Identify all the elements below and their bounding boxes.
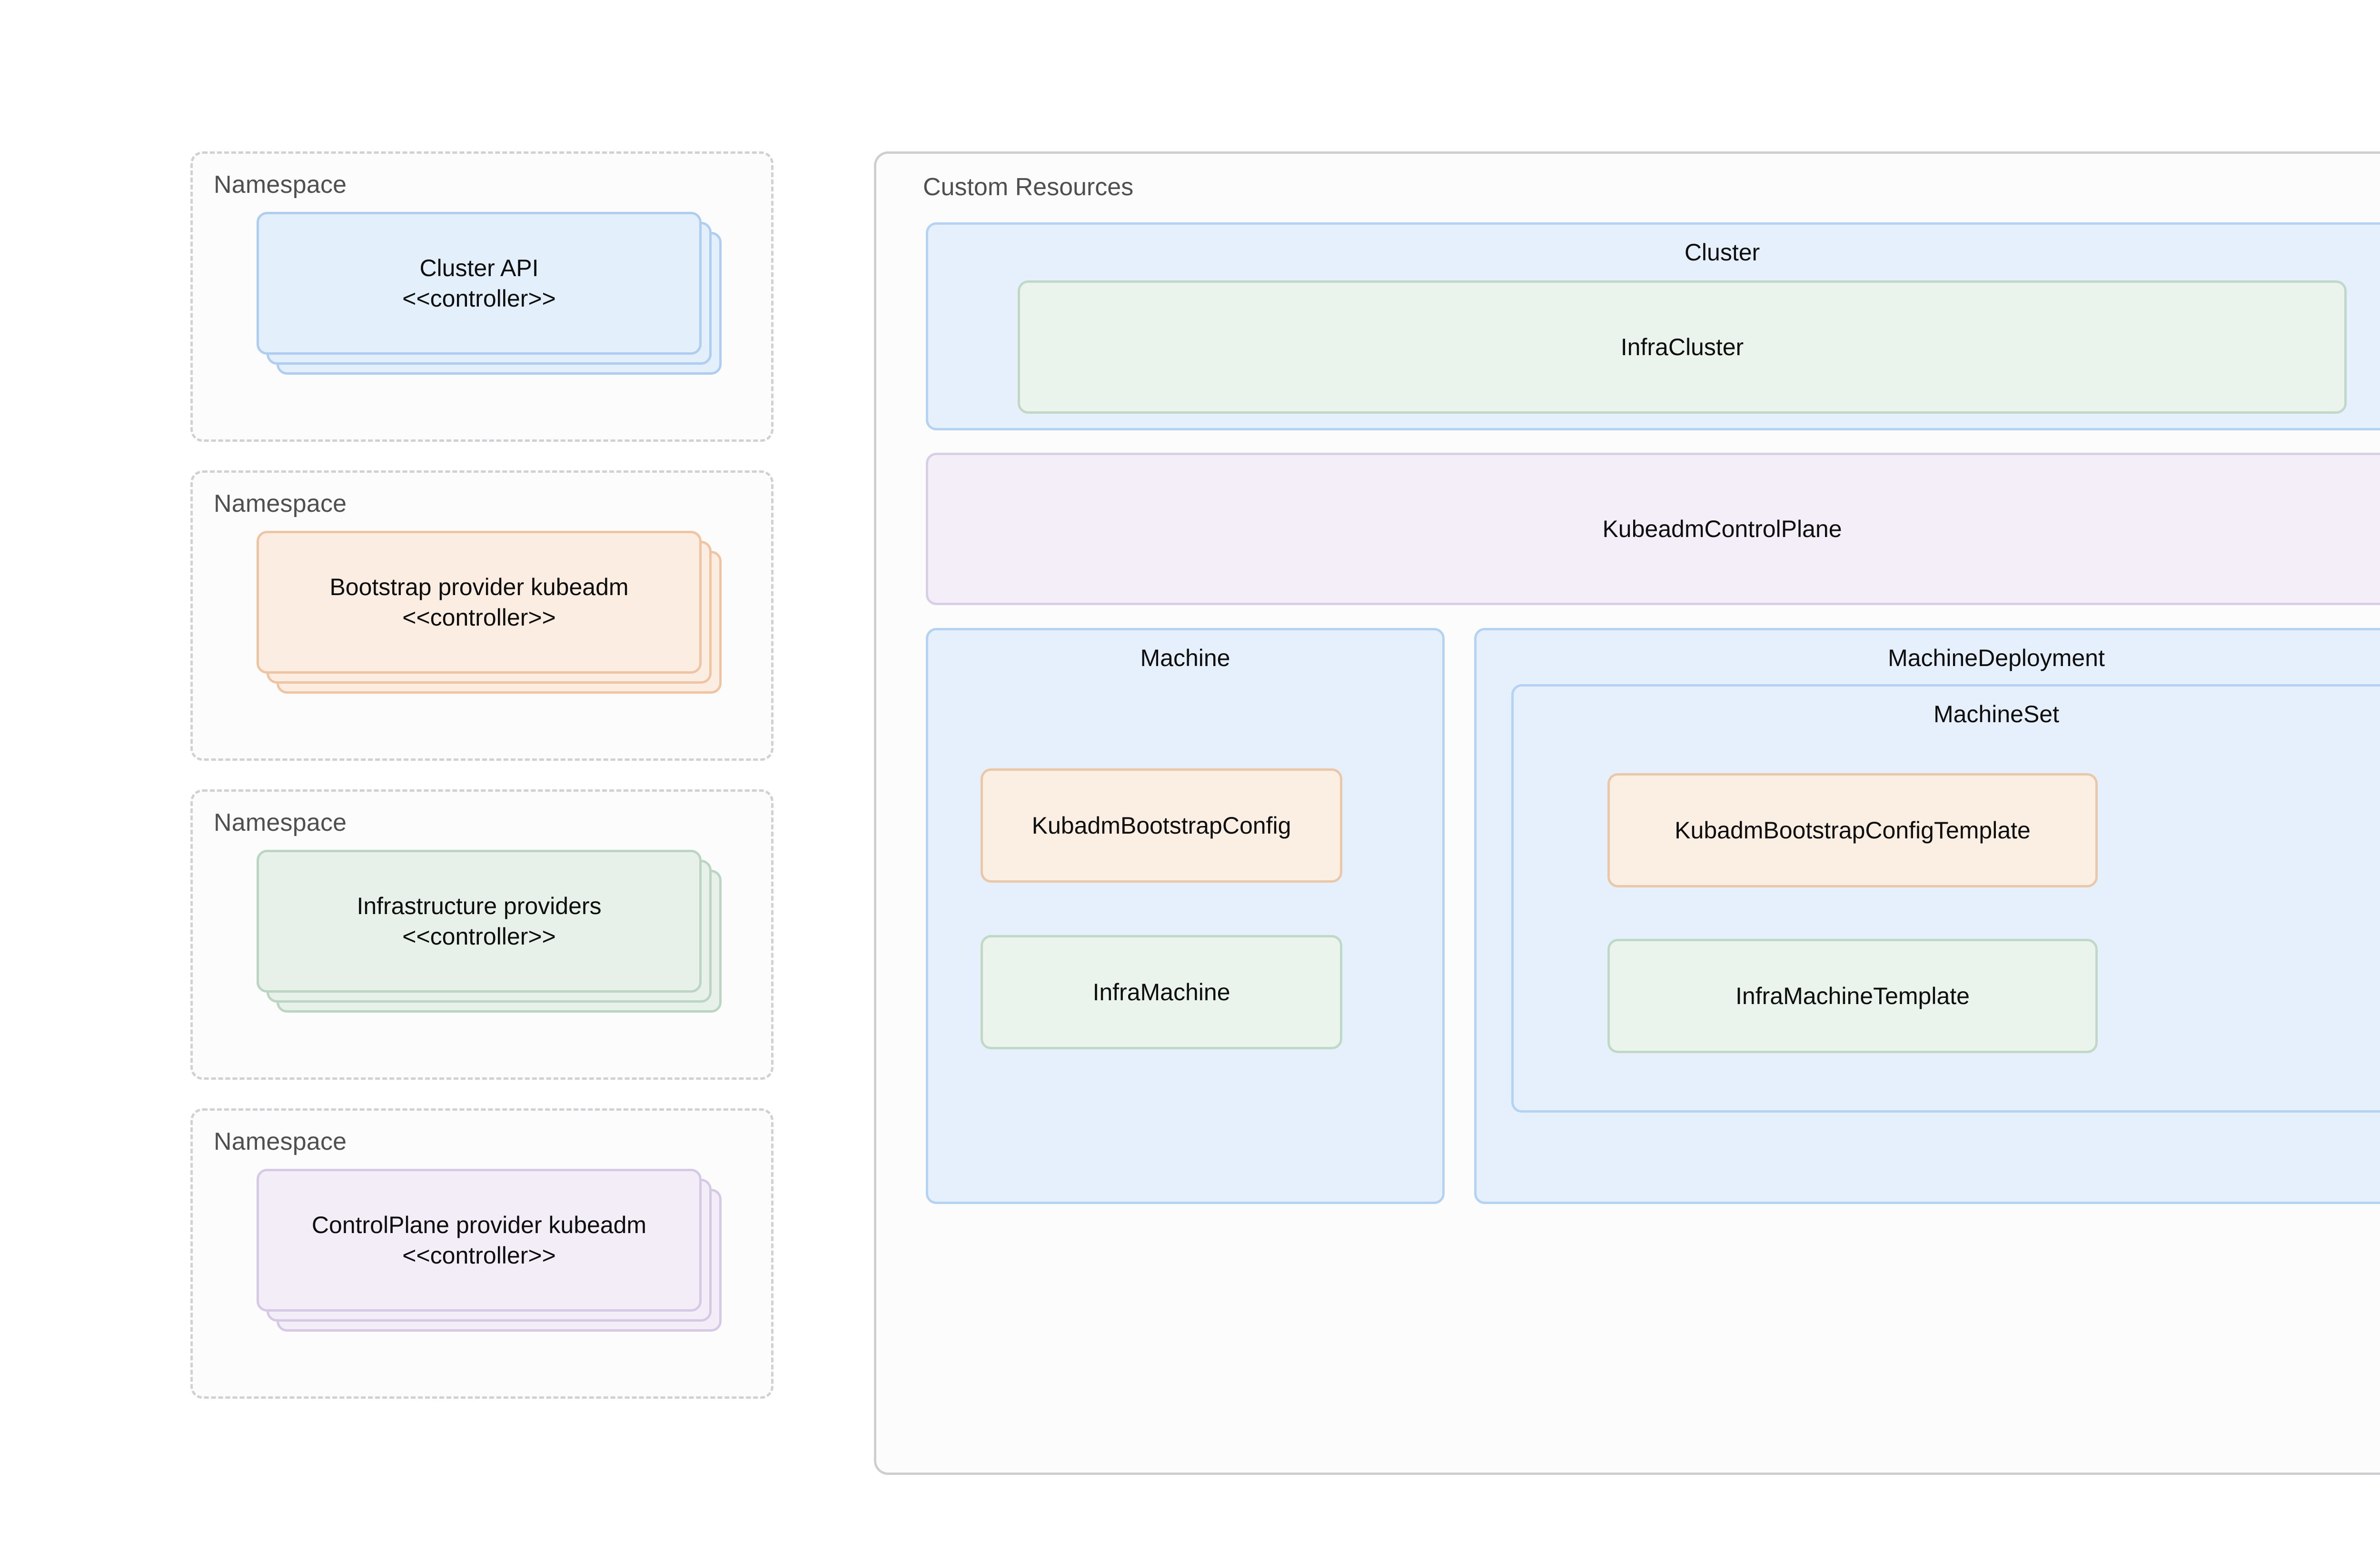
inframachine-box[interactable]: InfraMachine	[981, 935, 1342, 1049]
namespace-label: Namespace	[214, 171, 347, 199]
kubeadmcontrolplane-label: KubeadmControlPlane	[1602, 516, 1842, 542]
card-sheet-front: ControlPlane provider kubeadm <<controll…	[257, 1168, 702, 1312]
namespace-label: Namespace	[214, 809, 347, 836]
machine-row: Machine KubadmBootstrapConfig InfraMachi…	[926, 628, 2380, 1204]
namespaces-column: Namespace Cluster API <<controller>> Nam…	[190, 151, 774, 1399]
machineset-box[interactable]: MachineSet KubadmBootstrapConfigTemplate…	[1511, 684, 2380, 1113]
controller-card-label: ControlPlane provider kubeadm <<controll…	[311, 1211, 647, 1269]
kubadmbootstrapconfigtemplate-box[interactable]: KubadmBootstrapConfigTemplate	[1607, 773, 2098, 887]
kubadmbootstrapconfig-label: KubadmBootstrapConfig	[1031, 812, 1291, 839]
controller-card-stack-cluster-api[interactable]: Cluster API <<controller>>	[257, 211, 722, 375]
kubadmbootstrapconfigtemplate-label: KubadmBootstrapConfigTemplate	[1675, 817, 2031, 844]
machine-box[interactable]: Machine KubadmBootstrapConfig InfraMachi…	[926, 628, 1445, 1204]
kubadmbootstrapconfig-box[interactable]: KubadmBootstrapConfig	[981, 768, 1342, 883]
custom-resources-label: Custom Resources	[923, 173, 1134, 201]
kubeadmcontrolplane-box[interactable]: KubeadmControlPlane	[926, 453, 2380, 605]
namespace-cluster-api: Namespace Cluster API <<controller>>	[190, 151, 774, 442]
inframachinetemplate-box[interactable]: InfraMachineTemplate	[1607, 939, 2098, 1053]
machine-title: Machine	[1140, 645, 1230, 671]
namespace-bootstrap-provider-kubeadm: Namespace Bootstrap provider kubeadm <<c…	[190, 470, 774, 761]
custom-resources-panel: Custom Resources Cluster InfraCluster Ku…	[874, 151, 2380, 1475]
card-sheet-front: Bootstrap provider kubeadm <<controller>…	[257, 530, 702, 674]
machineset-title: MachineSet	[1933, 701, 2060, 727]
card-sheet-front: Infrastructure providers <<controller>>	[257, 849, 702, 993]
cluster-box[interactable]: Cluster InfraCluster	[926, 222, 2380, 430]
namespace-label: Namespace	[214, 1128, 347, 1155]
controller-card-label: Infrastructure providers <<controller>>	[357, 892, 602, 950]
machinedeployment-box[interactable]: MachineDeployment MachineSet KubadmBoots…	[1474, 628, 2380, 1204]
custom-resources-content: Cluster InfraCluster KubeadmControlPlane…	[926, 222, 2380, 1204]
controller-card-stack-bootstrap-provider[interactable]: Bootstrap provider kubeadm <<controller>…	[257, 530, 722, 694]
namespace-controlplane-provider-kubeadm: Namespace ControlPlane provider kubeadm …	[190, 1108, 774, 1399]
controller-card-label: Bootstrap provider kubeadm <<controller>…	[329, 573, 629, 631]
machinedeployment-title: MachineDeployment	[1888, 645, 2105, 671]
namespace-label: Namespace	[214, 490, 347, 518]
controller-card-stack-controlplane-provider[interactable]: ControlPlane provider kubeadm <<controll…	[257, 1168, 722, 1332]
card-sheet-front: Cluster API <<controller>>	[257, 211, 702, 355]
inframachine-label: InfraMachine	[1092, 979, 1230, 1005]
infracluster-box[interactable]: InfraCluster	[1018, 280, 2347, 414]
cluster-title: Cluster	[1684, 239, 1760, 266]
inframachinetemplate-label: InfraMachineTemplate	[1735, 983, 1970, 1009]
infracluster-label: InfraCluster	[1620, 334, 1744, 360]
controller-card-label: Cluster API <<controller>>	[402, 254, 556, 312]
controller-card-stack-infrastructure-providers[interactable]: Infrastructure providers <<controller>>	[257, 849, 722, 1013]
namespace-infrastructure-providers: Namespace Infrastructure providers <<con…	[190, 789, 774, 1080]
